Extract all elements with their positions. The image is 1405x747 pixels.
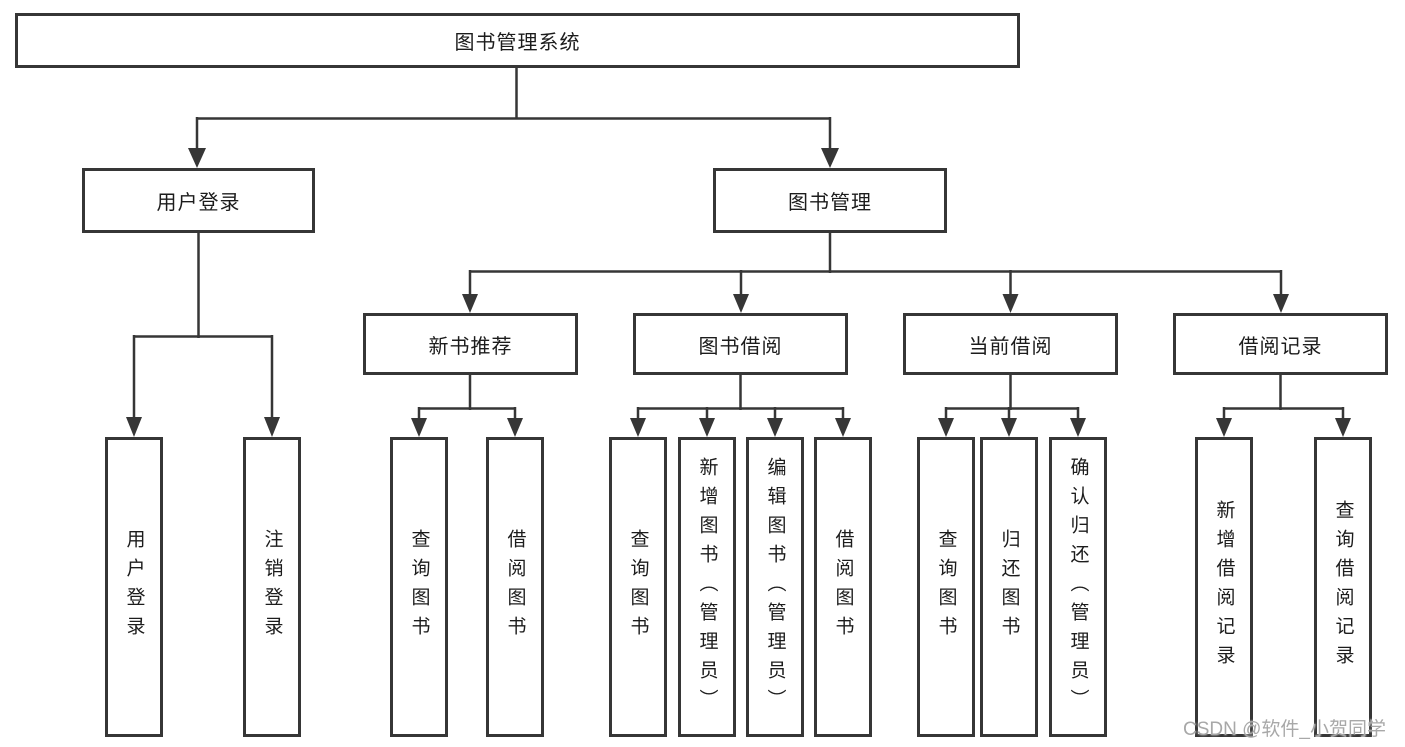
edge-new-book-recommendation-to-leaves <box>411 373 523 437</box>
leaf-label: 查询图书 <box>627 529 649 645</box>
edge-current-borrowing-to-leaves <box>938 373 1086 437</box>
leaf-label: 确认归还（管理员） <box>1067 456 1089 718</box>
node-root: 图书管理系统 <box>15 13 1020 68</box>
leaf-user-login: 用户登录 <box>105 437 163 737</box>
node-label: 新书推荐 <box>428 335 513 358</box>
node-label: 借阅记录 <box>1238 335 1323 358</box>
arrowhead-icon <box>630 418 646 437</box>
leaf-query-books-current: 查询图书 <box>917 437 975 737</box>
node-label: 图书管理 <box>788 192 872 214</box>
leaf-label: 用户登录 <box>123 529 145 645</box>
leaf-add-borrow-record: 新增借阅记录 <box>1195 437 1253 737</box>
node-new-book-recommendation: 新书推荐 <box>363 313 578 375</box>
node-root-label: 图书管理系统 <box>454 32 581 54</box>
leaf-query-books-recommend: 查询图书 <box>390 437 448 737</box>
arrowhead-icon <box>411 418 427 437</box>
edge-book-borrowing-to-leaves <box>630 373 851 437</box>
node-book-management: 图书管理 <box>713 168 947 233</box>
leaf-label: 查询图书 <box>408 529 430 645</box>
edge-root-to-level2 <box>188 66 839 168</box>
arrowhead-icon <box>733 294 749 313</box>
leaf-borrow-books-borrowing: 借阅图书 <box>814 437 872 737</box>
arrowhead-icon <box>1216 418 1232 437</box>
arrowhead-icon <box>188 148 206 168</box>
edge-user-login-to-leaves <box>126 231 280 437</box>
leaf-label: 借阅图书 <box>504 529 526 645</box>
node-label: 图书借阅 <box>698 335 783 358</box>
leaf-query-books-borrowing: 查询图书 <box>609 437 667 737</box>
leaf-query-borrow-record: 查询借阅记录 <box>1314 437 1372 737</box>
arrowhead-icon <box>1001 418 1017 437</box>
arrowhead-icon <box>1335 418 1351 437</box>
watermark: CSDN @软件_小贺同学 <box>1183 719 1386 740</box>
leaf-add-books-admin: 新增图书（管理员） <box>678 437 736 737</box>
node-current-borrowing: 当前借阅 <box>903 313 1118 375</box>
arrowhead-icon <box>1273 294 1289 313</box>
node-borrowing-records: 借阅记录 <box>1173 313 1388 375</box>
leaf-borrow-books-recommend: 借阅图书 <box>486 437 544 737</box>
leaf-label: 注销登录 <box>261 529 283 645</box>
node-book-borrowing: 图书借阅 <box>633 313 848 375</box>
node-label: 用户登录 <box>156 192 241 214</box>
node-user-login: 用户登录 <box>82 168 315 233</box>
leaf-label: 借阅图书 <box>832 529 854 645</box>
leaf-label: 查询借阅记录 <box>1332 500 1354 674</box>
edge-borrowing-records-to-leaves <box>1216 373 1351 437</box>
edge-book-management-to-level3 <box>462 231 1289 313</box>
leaf-label: 新增图书（管理员） <box>696 456 718 718</box>
arrowhead-icon <box>938 418 954 437</box>
arrowhead-icon <box>507 418 523 437</box>
arrowhead-icon <box>767 418 783 437</box>
leaf-edit-books-admin: 编辑图书（管理员） <box>746 437 804 737</box>
leaf-return-books: 归还图书 <box>980 437 1038 737</box>
arrowhead-icon <box>1070 418 1086 437</box>
arrowhead-icon <box>1002 294 1019 313</box>
leaf-logout: 注销登录 <box>243 437 301 737</box>
leaf-confirm-return-admin: 确认归还（管理员） <box>1049 437 1107 737</box>
arrowhead-icon <box>264 417 280 437</box>
arrowhead-icon <box>462 294 478 313</box>
leaf-label: 编辑图书（管理员） <box>764 456 786 718</box>
leaf-label: 归还图书 <box>998 529 1020 645</box>
leaf-label: 新增借阅记录 <box>1213 500 1235 674</box>
node-label: 当前借阅 <box>968 335 1053 358</box>
arrowhead-icon <box>699 418 715 437</box>
arrowhead-icon <box>835 418 851 437</box>
arrowhead-icon <box>126 417 142 437</box>
leaf-label: 查询图书 <box>935 529 957 645</box>
arrowhead-icon <box>821 148 839 168</box>
